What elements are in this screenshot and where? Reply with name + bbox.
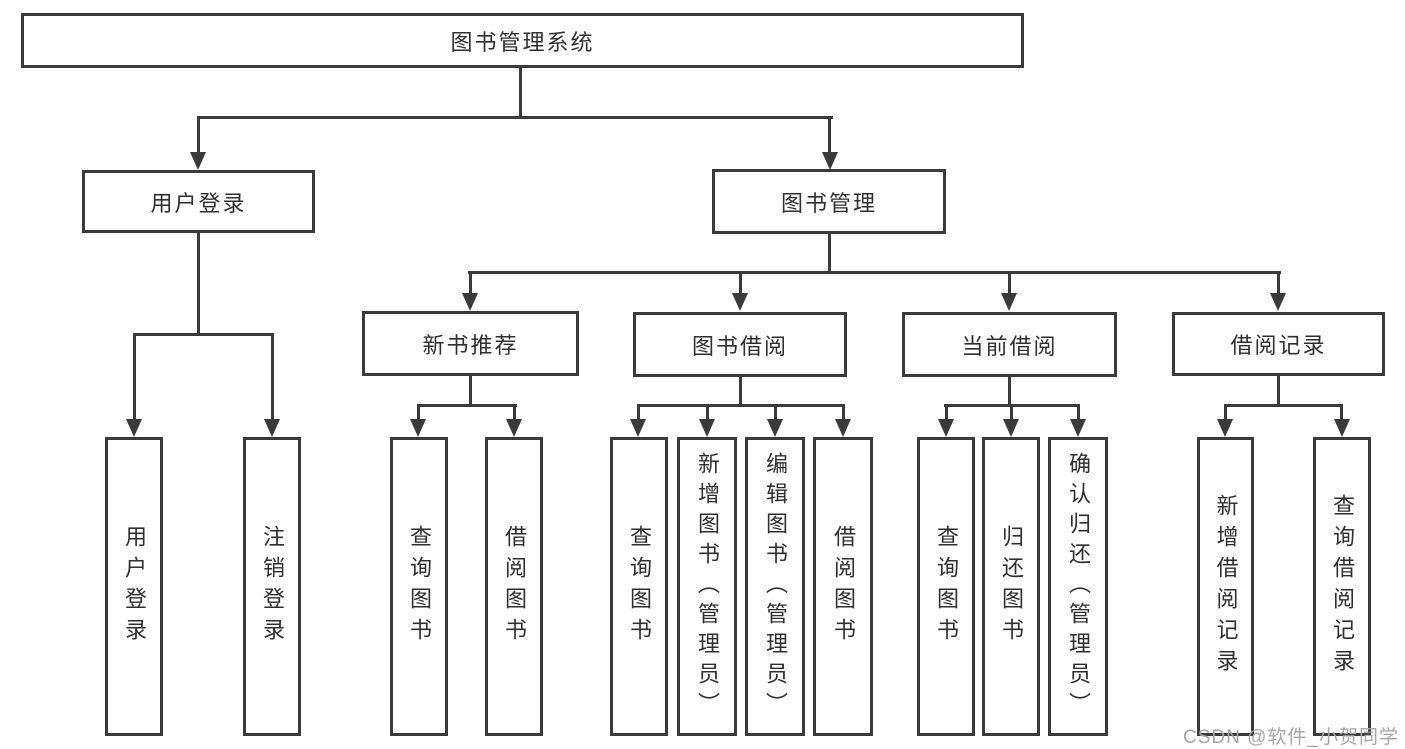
leaf-bb-query-books: 查询图书: [610, 437, 668, 736]
arrowhead-down: [938, 419, 954, 437]
leaf-bb-edit-books-admin: 编辑图书（管理员）: [745, 437, 805, 736]
node-current-borrowing: 当前借阅: [902, 312, 1117, 377]
leaf-logout: 注销登录: [243, 437, 301, 736]
connector-borrowing-bar: [637, 404, 845, 407]
connector-bookmgmt-drop4: [1277, 271, 1280, 297]
connector-root-right-drop: [828, 116, 831, 154]
connector-root-stem: [519, 66, 522, 118]
arrowhead-down: [264, 419, 280, 437]
arrowhead-down: [1270, 293, 1286, 311]
connector-userlogin-drop2: [271, 333, 274, 421]
arrowhead-down: [767, 419, 783, 437]
arrowhead-down: [1217, 419, 1233, 437]
csdn-watermark: CSDN @软件_小贺同学: [1183, 727, 1399, 748]
connector-borrowing-stem: [739, 375, 742, 406]
connector-bookmgmt-bar: [468, 271, 1281, 274]
connector-bookmgmt-drop3: [1008, 271, 1011, 297]
arrowhead-down: [732, 293, 748, 311]
node-borrowing-records: 借阅记录: [1172, 312, 1385, 376]
node-book-borrowing: 图书借阅: [633, 312, 847, 377]
connector-borrowing-drop1: [637, 404, 640, 421]
node-root: 图书管理系统: [21, 13, 1024, 68]
leaf-bb-borrow-books: 借阅图书: [813, 437, 873, 736]
connector-userlogin-stem: [197, 231, 200, 335]
arrowhead-down: [190, 152, 206, 170]
leaf-user-login: 用户登录: [105, 437, 163, 736]
connector-records-drop2: [1340, 404, 1343, 421]
leaf-br-query-record: 查询借阅记录: [1313, 437, 1371, 736]
connector-records-stem: [1277, 374, 1280, 407]
arrowhead-down: [1001, 293, 1017, 311]
connector-records-bar: [1224, 404, 1343, 407]
connector-newbooks-drop1: [417, 404, 420, 421]
connector-bookmgmt-drop1: [469, 271, 472, 297]
connector-current-drop2: [1010, 404, 1013, 421]
leaf-nb-query-books: 查询图书: [390, 437, 448, 736]
arrowhead-down: [462, 293, 478, 311]
connector-current-drop3: [1077, 404, 1080, 421]
arrowhead-down: [822, 152, 838, 170]
arrowhead-down: [1070, 419, 1086, 437]
arrowhead-down: [699, 419, 715, 437]
connector-newbooks-stem: [469, 374, 472, 407]
arrowhead-down: [835, 419, 851, 437]
node-book-management: 图书管理: [712, 169, 946, 234]
connector-borrowing-drop4: [842, 404, 845, 421]
leaf-cb-confirm-return-admin: 确认归还（管理员）: [1048, 437, 1108, 736]
connector-userlogin-drop1: [133, 333, 136, 421]
arrowhead-down: [630, 419, 646, 437]
arrowhead-down: [506, 419, 522, 437]
connector-root-left-drop: [197, 116, 200, 154]
connector-root-bar: [197, 116, 833, 119]
connector-current-stem: [1008, 375, 1011, 406]
connector-userlogin-bar: [133, 333, 274, 336]
connector-bookmgmt-stem: [828, 231, 831, 274]
leaf-nb-borrow-books: 借阅图书: [485, 437, 543, 736]
connector-borrowing-drop3: [774, 404, 777, 421]
connector-newbooks-bar: [417, 404, 517, 407]
arrowhead-down: [126, 419, 142, 437]
arrowhead-down: [1334, 419, 1350, 437]
connector-current-drop1: [945, 404, 948, 421]
connector-newbooks-drop2: [513, 404, 516, 421]
connector-records-drop1: [1224, 404, 1227, 421]
node-new-book-recommend: 新书推荐: [362, 311, 579, 376]
leaf-cb-return-books: 归还图书: [982, 437, 1040, 736]
arrowhead-down: [410, 419, 426, 437]
leaf-cb-query-books: 查询图书: [917, 437, 975, 736]
leaf-br-add-record: 新增借阅记录: [1197, 437, 1254, 736]
connector-bookmgmt-drop2: [739, 271, 742, 297]
arrowhead-down: [1003, 419, 1019, 437]
leaf-bb-add-books-admin: 新增图书（管理员）: [677, 437, 737, 736]
node-user-login: 用户登录: [82, 170, 315, 233]
connector-borrowing-drop2: [706, 404, 709, 421]
